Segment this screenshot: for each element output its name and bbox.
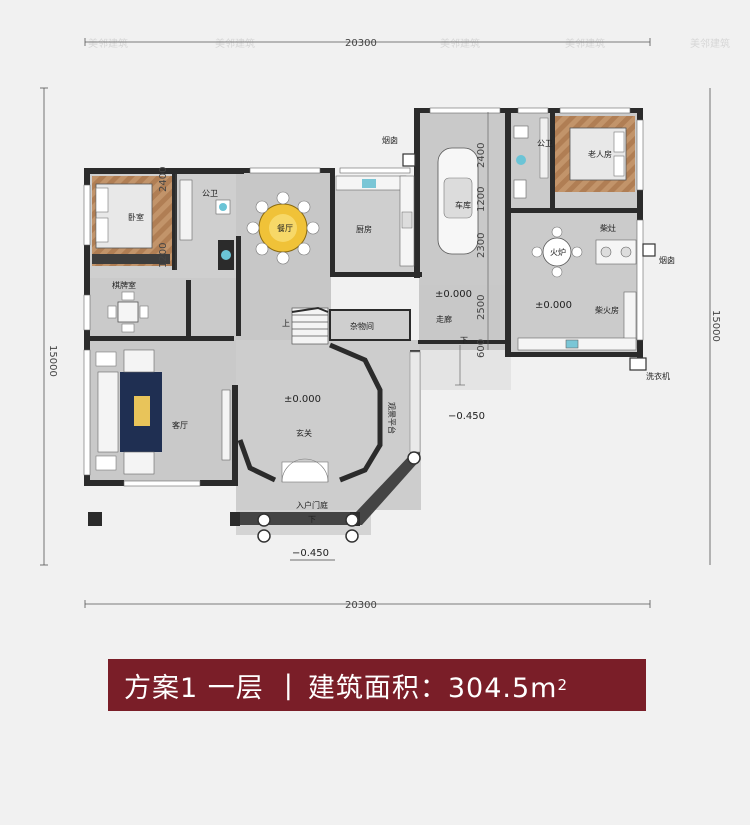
watermark: 美邻建筑 [440, 37, 480, 50]
stair-up-label: 上 [282, 319, 290, 328]
watermarks: 美邻建筑 美邻建筑 美邻建筑 美邻建筑 美邻建筑 [88, 37, 730, 50]
level-corridor: ±0.000 [435, 289, 472, 300]
stair-down-label-entry: 下 [308, 515, 316, 524]
scheme-title: 方案1 一层 [124, 672, 264, 704]
dim-left: 15000 [47, 345, 58, 377]
label-chai-kitchen: 柴火房 [595, 305, 619, 315]
bed-left [95, 183, 153, 249]
label-living: 客厅 [172, 420, 188, 430]
floor-plan: 美邻建筑 美邻建筑 美邻建筑 美邻建筑 美邻建筑 20300 20300 150… [40, 37, 730, 611]
stove-table [531, 226, 583, 278]
car [437, 147, 479, 255]
label-elder-room: 老人房 [588, 149, 612, 159]
entry-door [281, 461, 329, 483]
staircase [291, 306, 329, 345]
floor-areas [86, 110, 639, 535]
label-bath-left: 公卫 [202, 189, 218, 198]
label-fire-stove: 火炉 [550, 247, 566, 257]
label-view-platform: 观景平台 [387, 402, 397, 434]
sofa-set [95, 349, 162, 475]
area-superscript: 2 [557, 676, 569, 694]
label-garage: 车库 [455, 200, 471, 210]
dim-1200-right: 1200 [476, 187, 487, 212]
kitchen-counter [335, 175, 415, 267]
label-bedroom: 卧室 [128, 212, 144, 222]
dim-600: 600 [476, 339, 487, 358]
chess-table [107, 291, 149, 333]
bath-right-fixtures [513, 117, 549, 199]
area-label: 建筑面积：304.5m [307, 672, 558, 704]
entrance-columns [257, 451, 421, 543]
label-bath-right: 公卫 [537, 139, 553, 148]
inner-dimension-lines [175, 112, 489, 386]
bedroom-wardrobe [92, 254, 170, 264]
level-chai-kitchen: ±0.000 [535, 300, 572, 311]
level-marks: ±0.000 ±0.000 ±0.000 −0.450 −0.450 [284, 289, 572, 561]
watermark: 美邻建筑 [88, 37, 128, 50]
dim-2400-right: 2400 [476, 143, 487, 168]
watermark: 美邻建筑 [565, 37, 605, 50]
watermark: 美邻建筑 [690, 37, 730, 50]
tv-cabinet [221, 389, 231, 461]
label-laundry: 洗衣机 [646, 371, 670, 381]
dim-2500: 2500 [476, 295, 487, 320]
level-foyer: ±0.000 [284, 394, 321, 405]
label-foyer: 玄关 [296, 428, 312, 438]
storage-room [329, 309, 411, 341]
label-entrance-court: 入户门庭 [296, 500, 328, 510]
dim-1200-left: 1200 [158, 243, 169, 268]
label-chess-room: 棋牌室 [112, 280, 136, 290]
stair-down-label: 下 [460, 336, 468, 345]
banner-separator: | [283, 669, 294, 701]
watermark: 美邻建筑 [215, 37, 255, 50]
level-outside: −0.450 [292, 548, 329, 559]
windows [83, 107, 644, 487]
chimney-right [642, 243, 656, 257]
dim-top: 20300 [345, 38, 377, 49]
label-corridor: 走廊 [436, 314, 452, 324]
chimney-left [402, 153, 416, 167]
laundry-machine [629, 357, 647, 371]
dining-table [246, 191, 320, 265]
label-chimney-right: 烟囱 [659, 255, 675, 265]
label-chimney-left: 烟囱 [382, 135, 398, 145]
level-platform: −0.450 [448, 411, 485, 422]
dim-2300: 2300 [476, 233, 487, 258]
dim-right: 15000 [710, 310, 721, 342]
label-dining: 餐厅 [277, 224, 293, 233]
dim-2400-left: 2400 [158, 167, 169, 192]
bed-right [569, 127, 627, 181]
label-kitchen: 厨房 [356, 224, 372, 234]
dim-bottom: 20300 [345, 600, 377, 611]
dimension-lines [40, 38, 711, 608]
chai-stove-unit [595, 239, 637, 265]
bath-left-fixtures [179, 179, 234, 270]
chai-kitchen-counter [517, 291, 637, 351]
label-chai-stove: 柴灶 [600, 223, 616, 233]
label-storage: 杂物间 [350, 321, 374, 331]
room-labels: 卧室 公卫 餐厅 厨房 车库 公卫 老人房 柴灶 火炉 柴火房 棋牌室 杂物间 … [112, 135, 675, 510]
foyer-octagon [237, 342, 383, 483]
